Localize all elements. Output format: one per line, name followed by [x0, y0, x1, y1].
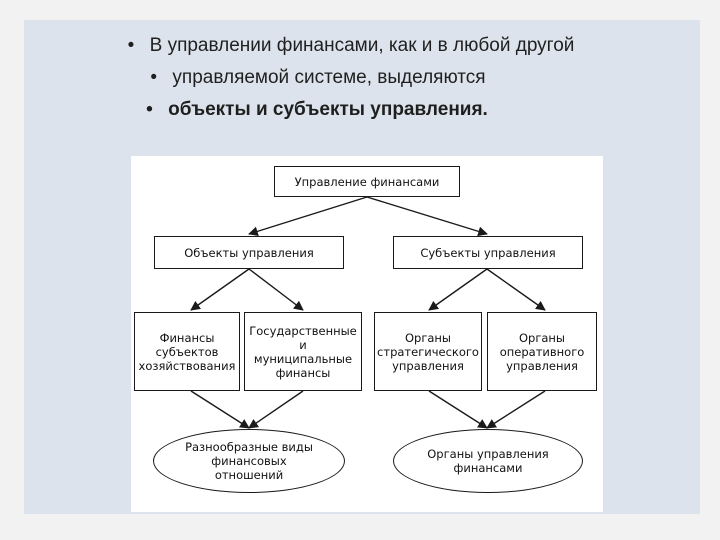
node-subject-leaf-2-label: Органы оперативного управления [499, 330, 585, 373]
bullet-text: управляемой системе, выделяются [172, 67, 486, 88]
connector-sleaf1-result [428, 390, 488, 429]
node-objects: Объекты управления [154, 236, 344, 269]
node-subject-result-label: Органы управления финансами [427, 447, 549, 475]
node-object-leaf-1-label: Финансы субъектов хозяйствования [138, 330, 236, 373]
slide-panel: • В управлении финансами, как и в любой д… [24, 20, 700, 514]
node-object-leaf-1: Финансы субъектов хозяйствования [134, 312, 240, 391]
connector-subjects-leaf1 [428, 268, 488, 311]
connector-leaf1-result [190, 390, 250, 429]
connector-objects-leaf2 [248, 268, 304, 311]
connector-root-objects [248, 196, 368, 237]
bullet-item-1: • В управлении финансами, как и в любой д… [2, 30, 700, 62]
bullet-text: В управлении финансами, как и в любой др… [149, 35, 575, 56]
bullet-marker: • [146, 99, 153, 120]
node-object-result: Разнообразные виды финансовых отношений [153, 429, 345, 493]
node-subject-leaf-1: Органы стратегического управления [374, 312, 482, 391]
bullet-item-2: • управляемой системе, выделяются [0, 62, 700, 94]
node-subject-leaf-2: Органы оперативного управления [487, 312, 597, 391]
diagram-connectors [190, 196, 546, 429]
node-subject-leaf-1-label: Органы стратегического управления [377, 330, 479, 373]
node-subjects: Субъекты управления [393, 236, 583, 269]
node-subject-result: Органы управления финансами [393, 429, 583, 493]
bullet-list: • В управлении финансами, как и в любой д… [24, 30, 700, 126]
node-objects-label: Объекты управления [184, 245, 314, 260]
connector-subjects-leaf2 [486, 268, 546, 311]
node-root: Управление финансами [274, 166, 460, 197]
connector-root-subjects [366, 196, 488, 237]
connector-leaf2-result [248, 390, 304, 429]
node-root-label: Управление финансами [294, 174, 440, 189]
diagram: Управление финансами Объекты управления … [131, 156, 603, 512]
node-object-result-label: Разнообразные виды финансовых отношений [185, 440, 313, 482]
bullet-marker: • [127, 35, 135, 56]
node-object-leaf-2-label: Государственные и муниципальные финансы [249, 323, 357, 380]
connector-sleaf2-result [486, 390, 546, 429]
connector-objects-leaf1 [190, 268, 250, 311]
node-object-leaf-2: Государственные и муниципальные финансы [244, 312, 362, 391]
bullet-marker: • [150, 67, 158, 88]
node-subjects-label: Субъекты управления [420, 245, 556, 260]
bullet-item-3: • объекты и субъекты управления. [0, 94, 700, 126]
bullet-text: объекты и субъекты управления. [168, 99, 488, 120]
